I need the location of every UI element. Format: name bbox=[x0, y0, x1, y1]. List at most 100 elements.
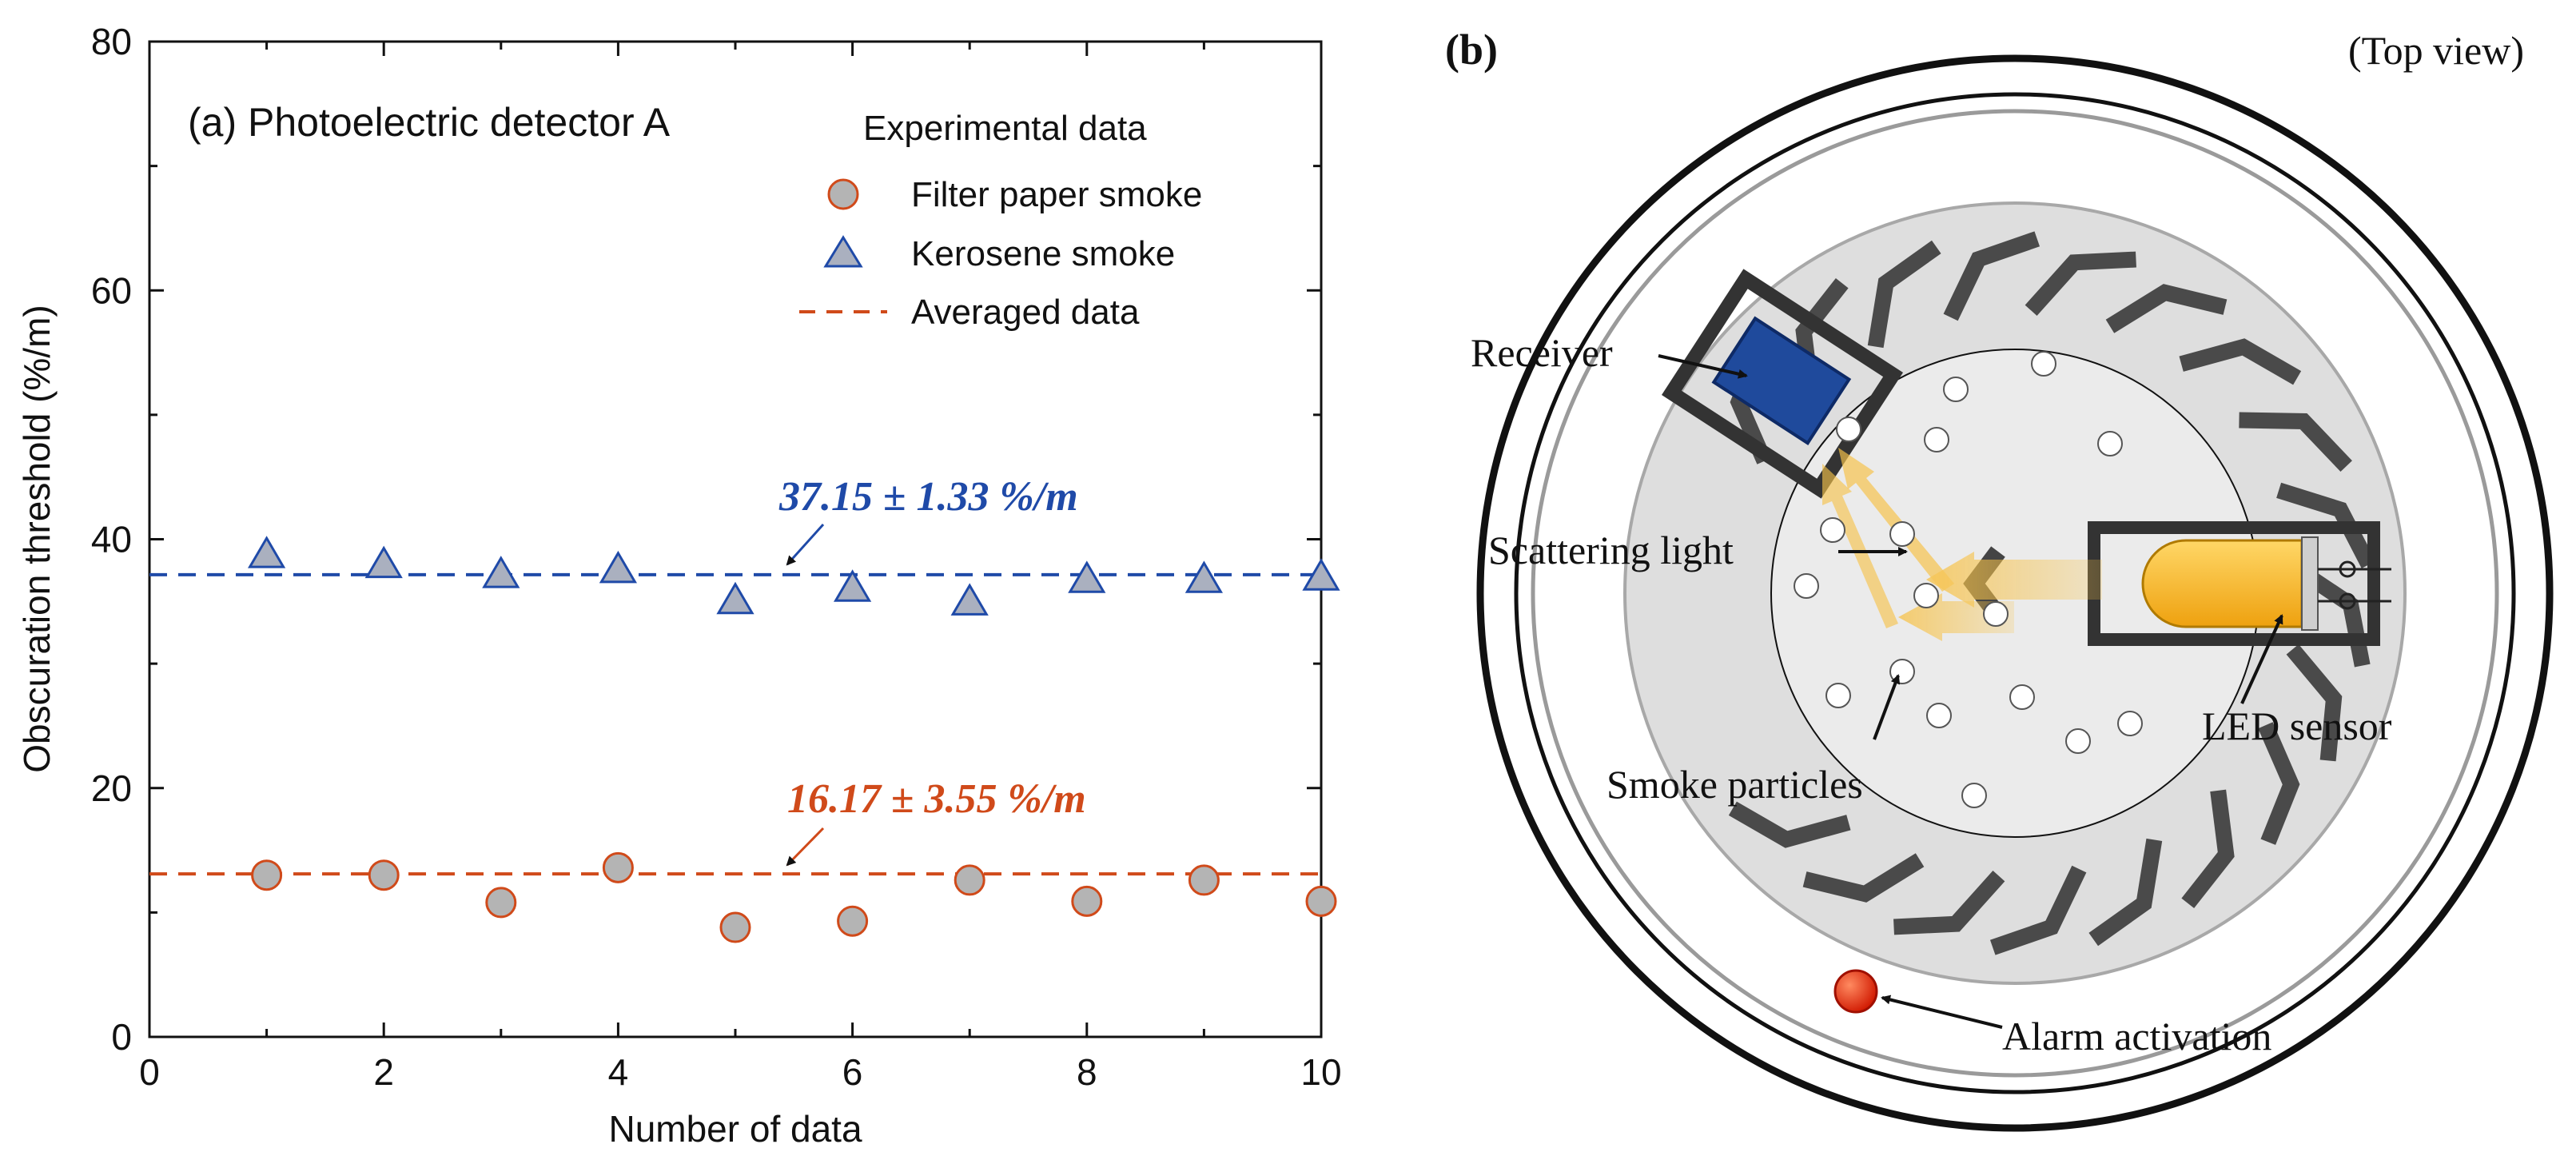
y-tick-label: 40 bbox=[91, 519, 132, 560]
axis-ticks bbox=[148, 40, 1323, 1038]
labyrinth-vane bbox=[1943, 231, 2040, 321]
view-label: (Top view) bbox=[2348, 28, 2524, 73]
label-scattering-light: Scattering light bbox=[1488, 528, 1734, 572]
x-tick-label: 2 bbox=[373, 1051, 394, 1093]
legend-label-filter: Filter paper smoke bbox=[911, 175, 1202, 214]
labyrinth-vane bbox=[1802, 853, 1925, 903]
smoke-particle bbox=[1983, 601, 2009, 627]
label-led-sensor: LED sensor bbox=[2202, 704, 2392, 748]
data-point-filter-paper bbox=[954, 864, 985, 896]
labyrinth-vane bbox=[1728, 801, 1851, 848]
smoke-particle bbox=[2031, 351, 2056, 377]
led-base bbox=[2301, 536, 2319, 631]
y-tick-label: 80 bbox=[91, 21, 132, 62]
smoke-particle bbox=[1794, 573, 1819, 599]
scattering-light-beams bbox=[1822, 448, 2102, 641]
labyrinth-vane bbox=[1989, 865, 2087, 955]
data-point-kerosene bbox=[364, 545, 403, 579]
smoke-particle bbox=[1926, 703, 1952, 728]
y-axis-title: Obscuration threshold (%/m) bbox=[16, 305, 58, 772]
legend-title: Experimental data bbox=[863, 109, 1147, 148]
diagram-panel-b: (b) (Top view) bbox=[1445, 26, 2554, 1132]
series-filter-paper-smoke bbox=[251, 851, 1337, 943]
smoke-particle bbox=[1913, 583, 1939, 608]
label-smoke-particles: Smoke particles bbox=[1607, 762, 1863, 807]
labyrinth-vane bbox=[2286, 644, 2343, 762]
data-point-kerosene bbox=[1068, 560, 1106, 593]
arrow-receiver bbox=[1658, 354, 1748, 379]
data-point-kerosene bbox=[716, 581, 754, 615]
panel-letter-b: (b) bbox=[1445, 26, 1498, 74]
annotation-kerosene-average: 37.15 ± 1.33 %/m bbox=[778, 474, 1078, 520]
legend-circle-marker bbox=[827, 178, 859, 210]
alarm-indicator bbox=[1833, 969, 1878, 1014]
labyrinth-vane bbox=[2276, 482, 2376, 568]
data-point-filter-paper bbox=[602, 851, 634, 883]
data-point-filter-paper bbox=[719, 911, 751, 943]
data-point-filter-paper bbox=[1305, 885, 1337, 917]
y-tick-label: 0 bbox=[111, 1016, 132, 1058]
annotation-arrow-filter bbox=[786, 827, 825, 867]
smoke-particle bbox=[2097, 431, 2123, 456]
data-point-kerosene bbox=[1184, 560, 1224, 593]
data-point-filter-paper bbox=[1188, 864, 1220, 896]
y-tick-label: 20 bbox=[91, 767, 132, 809]
data-point-kerosene bbox=[1302, 558, 1340, 591]
data-point-filter-paper bbox=[1071, 885, 1103, 917]
receiver-element bbox=[1711, 316, 1852, 445]
smoke-particle bbox=[1943, 377, 1969, 402]
legend-label-average: Averaged data bbox=[911, 293, 1140, 332]
x-tick-label: 6 bbox=[842, 1051, 863, 1093]
x-tick-label: 4 bbox=[608, 1051, 629, 1093]
labyrinth-vane bbox=[2088, 838, 2163, 947]
led-pin-bottom bbox=[2339, 592, 2356, 610]
smoke-particle bbox=[1825, 683, 1851, 708]
x-tick-label: 10 bbox=[1300, 1051, 1341, 1093]
label-alarm-activation: Alarm activation bbox=[2002, 1014, 2271, 1058]
labyrinth-vane bbox=[2025, 251, 2136, 316]
smoke-particle bbox=[2117, 711, 2143, 736]
data-point-filter-paper bbox=[368, 859, 400, 891]
led-pin-top bbox=[2339, 560, 2356, 578]
labyrinth-vane bbox=[2239, 412, 2352, 472]
labyrinth-vane bbox=[1867, 240, 1941, 349]
data-point-filter-paper bbox=[251, 859, 283, 891]
chart-panel-a: 0 2 4 6 8 10 0 20 40 60 80 Number of data Obscura… bbox=[16, 21, 1342, 1150]
x-axis-title: Number of data bbox=[608, 1108, 862, 1150]
arrow-alarm bbox=[1881, 995, 2003, 1029]
smoke-particle bbox=[1961, 783, 1987, 808]
data-point-kerosene bbox=[482, 556, 520, 588]
smoke-particle bbox=[1889, 659, 1915, 684]
series-kerosene-smoke bbox=[247, 536, 1340, 616]
y-tick-label: 60 bbox=[91, 269, 132, 311]
data-point-filter-paper bbox=[485, 887, 517, 919]
smoke-particle bbox=[1924, 427, 1949, 452]
data-point-kerosene bbox=[247, 536, 286, 568]
light-beam-main bbox=[1926, 552, 2102, 608]
smoke-particle bbox=[2009, 684, 2035, 710]
led-emitter bbox=[2141, 539, 2303, 628]
smoke-particles bbox=[1794, 351, 2143, 808]
data-point-kerosene bbox=[950, 583, 989, 616]
arrow-smoke bbox=[1873, 674, 1901, 740]
data-point-kerosene bbox=[599, 550, 638, 584]
labyrinth-vane bbox=[2181, 789, 2235, 909]
annotation-filter-average: 16.17 ± 3.55 %/m bbox=[787, 776, 1086, 822]
data-point-kerosene bbox=[833, 569, 872, 602]
label-receiver: Receiver bbox=[1471, 330, 1613, 375]
x-tick-labels: 0 2 4 6 8 10 bbox=[139, 1051, 1341, 1093]
x-tick-label: 0 bbox=[139, 1051, 160, 1093]
legend-triangle-marker bbox=[823, 235, 863, 268]
y-tick-labels: 0 20 40 60 80 bbox=[91, 21, 132, 1058]
chart-title: (a) Photoelectric detector A bbox=[188, 100, 671, 145]
labyrinth-vane bbox=[1893, 871, 2005, 935]
legend-label-kerosene: Kerosene smoke bbox=[911, 234, 1175, 273]
x-tick-label: 8 bbox=[1077, 1051, 1097, 1093]
arrow-led bbox=[2240, 614, 2283, 704]
light-beam-scatter-2 bbox=[1822, 464, 1898, 628]
light-beam-scatter-1 bbox=[1838, 448, 1954, 592]
annotation-arrow-kerosene bbox=[786, 523, 825, 566]
labyrinth-vane bbox=[2258, 722, 2300, 845]
smoke-particle bbox=[2065, 728, 2091, 754]
